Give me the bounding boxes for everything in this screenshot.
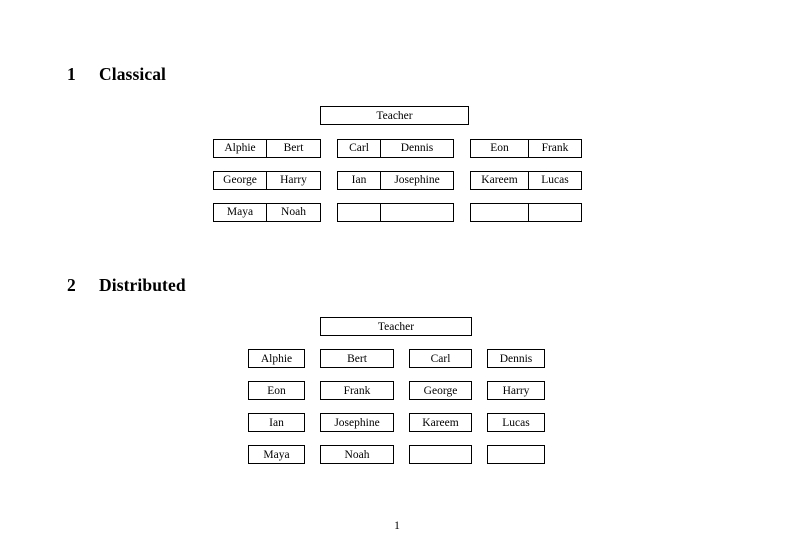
section-title: Classical [99, 64, 167, 84]
student-cell-empty [487, 445, 545, 464]
teacher-box-classical: Teacher [320, 106, 469, 125]
student-cell: Maya [213, 203, 267, 222]
student-cell-empty [409, 445, 472, 464]
student-cell: Noah [266, 203, 321, 222]
student-cell: Noah [320, 445, 394, 464]
section-number: 1 [67, 64, 76, 84]
classical-left-group-row-2: George Harry [213, 171, 321, 190]
student-cell: Frank [528, 139, 582, 158]
student-cell: Carl [409, 349, 472, 368]
student-cell: Josephine [320, 413, 394, 432]
classical-row-2: George Harry Ian Josephine Kareem Lucas [0, 171, 794, 190]
classical-middle-group-row-1: Carl Dennis [337, 139, 454, 158]
distributed-row-2: Eon Frank George Harry [0, 381, 794, 400]
classical-middle-group-row-3 [337, 203, 454, 222]
student-cell-empty [337, 203, 381, 222]
classical-row-1: Alphie Bert Carl Dennis Eon Frank [0, 139, 794, 158]
student-cell: Josephine [380, 171, 454, 190]
student-cell: Kareem [470, 171, 529, 190]
teacher-label: Teacher [376, 109, 413, 122]
student-cell: Eon [470, 139, 529, 158]
student-cell: Bert [266, 139, 321, 158]
classical-left-group-row-3: Maya Noah [213, 203, 321, 222]
student-cell: Ian [337, 171, 381, 190]
distributed-row-1: Alphie Bert Carl Dennis [0, 349, 794, 368]
teacher-label: Teacher [377, 320, 415, 333]
student-cell: Ian [248, 413, 305, 432]
student-cell: Lucas [487, 413, 545, 432]
student-cell: Kareem [409, 413, 472, 432]
classical-right-group-row-3 [470, 203, 582, 222]
student-cell: Maya [248, 445, 305, 464]
student-cell: Frank [320, 381, 394, 400]
student-cell: Alphie [248, 349, 305, 368]
student-cell-empty [528, 203, 582, 222]
distributed-row-4: Maya Noah [0, 445, 794, 464]
student-cell: Bert [320, 349, 394, 368]
classical-middle-group-row-2: Ian Josephine [337, 171, 454, 190]
student-cell: Eon [248, 381, 305, 400]
classical-right-group-row-1: Eon Frank [470, 139, 582, 158]
student-cell: Harry [266, 171, 321, 190]
page-number: 1 [394, 520, 400, 532]
student-cell: Harry [487, 381, 545, 400]
section-number: 2 [67, 275, 76, 295]
teacher-box-distributed: Teacher [320, 317, 472, 336]
student-cell-empty [380, 203, 454, 222]
student-cell: Alphie [213, 139, 267, 158]
section-title: Distributed [99, 275, 186, 295]
classical-row-3: Maya Noah [0, 203, 794, 222]
student-cell: George [213, 171, 267, 190]
distributed-row-3: Ian Josephine Kareem Lucas [0, 413, 794, 432]
section-heading-classical: 1 Classical [67, 64, 166, 85]
student-cell: George [409, 381, 472, 400]
student-cell-empty [470, 203, 529, 222]
student-cell: Dennis [487, 349, 545, 368]
classical-left-group-row-1: Alphie Bert [213, 139, 321, 158]
student-cell: Lucas [528, 171, 582, 190]
student-cell: Carl [337, 139, 381, 158]
student-cell: Dennis [380, 139, 454, 158]
section-heading-distributed: 2 Distributed [67, 275, 186, 296]
classical-right-group-row-2: Kareem Lucas [470, 171, 582, 190]
